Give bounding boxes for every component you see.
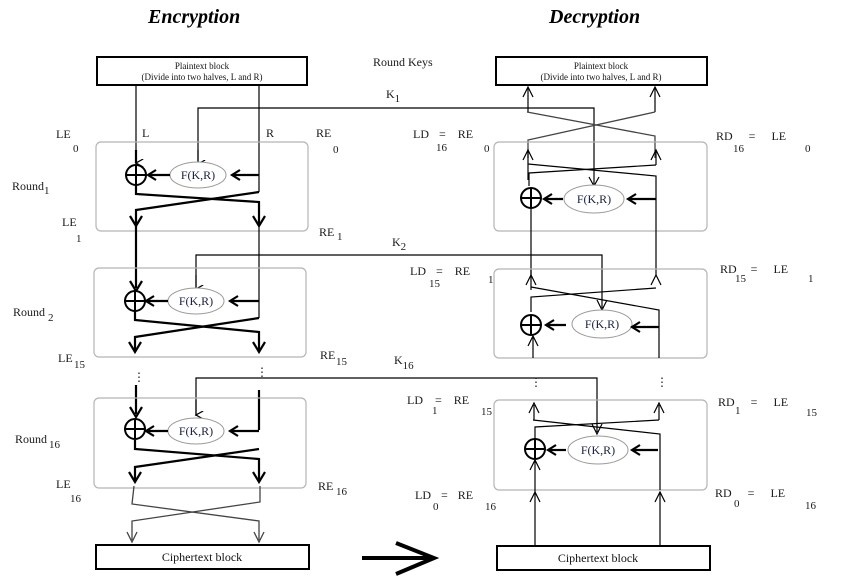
decryption-ciphertext-block: Ciphertext block: [496, 545, 711, 571]
encryption-title: Encryption: [147, 6, 240, 28]
key-label: K1: [386, 87, 400, 105]
f-function-label: F(K,R): [181, 168, 215, 182]
dec-right-ellipsis: ⋮: [656, 375, 668, 389]
svg-text:1: 1: [488, 274, 494, 286]
encryption-plaintext-block: Plaintext block (Divide into two halves,…: [96, 56, 308, 86]
svg-text:1: 1: [735, 405, 741, 417]
dec-round-1: F(K,R): [493, 399, 708, 545]
left-half-label: L: [142, 126, 149, 140]
svg-text:0: 0: [805, 143, 811, 155]
re-label: RE: [318, 479, 333, 493]
round-keys-label: Round Keys: [373, 55, 433, 69]
key-label: K16: [394, 353, 414, 372]
key-label: K2: [392, 235, 406, 253]
svg-text:15: 15: [74, 359, 86, 371]
ld-equation: LD=RE: [410, 264, 470, 278]
svg-text:1: 1: [337, 231, 343, 243]
dec-round-15: F(K,R): [493, 268, 708, 359]
decryption-plaintext-block: Plaintext block (Divide into two halves,…: [495, 56, 708, 86]
enc-round-16: F(K,R): [93, 397, 307, 489]
le-label: LE: [62, 215, 77, 229]
dec-left-equations: LD=RE 16 0 LD=RE 15 1 LD=RE 1 15 LD=RE 0…: [407, 127, 497, 513]
enc-round-2: F(K,R): [93, 267, 307, 358]
svg-text:16: 16: [336, 486, 348, 498]
svg-text:15: 15: [336, 356, 348, 368]
re-label: RE: [316, 126, 331, 140]
svg-text:1: 1: [808, 273, 814, 285]
encryption-ciphertext-block: Ciphertext block: [95, 544, 310, 570]
key2-line: [195, 254, 603, 308]
ld-equation: LD=RE: [415, 488, 473, 502]
rd-equation: RD=LE: [715, 486, 785, 500]
svg-text:F(K,R): F(K,R): [577, 192, 611, 206]
svg-text:1: 1: [432, 405, 438, 417]
svg-text:15: 15: [806, 407, 818, 419]
plaintext-line1: Plaintext block: [175, 61, 230, 71]
ld-equation: LD=RE: [407, 393, 469, 407]
dec-round-16: F(K,R): [493, 141, 708, 290]
dec-right-equations: RD=LE 16 0 RD=LE 15 1 RD=LE 1 15 RD=LE 0…: [715, 129, 818, 512]
re-label: RE: [319, 225, 334, 239]
plaintext-line2: (Divide into two halves, L and R): [142, 72, 263, 82]
enc-final-swap: [131, 485, 260, 540]
f-function-label: F(K,R): [179, 424, 213, 438]
svg-text:F(K,R): F(K,R): [585, 317, 619, 331]
dec-top-swap: [526, 111, 656, 158]
svg-text:0: 0: [484, 143, 490, 155]
svg-text:15: 15: [429, 278, 441, 290]
enc-left-ellipsis: ⋮: [133, 370, 145, 384]
svg-text:0: 0: [73, 143, 79, 155]
round-label: Round1: [12, 179, 50, 197]
svg-text:Plaintext block: Plaintext block: [574, 61, 629, 71]
svg-text:0: 0: [333, 144, 339, 156]
svg-text:F(K,R): F(K,R): [581, 443, 615, 457]
key1-line: [197, 107, 595, 185]
key16-line: [195, 377, 598, 432]
le-label: LE: [56, 127, 71, 141]
svg-text:16: 16: [70, 493, 82, 505]
svg-text:1: 1: [76, 233, 82, 245]
ld-equation: LD=RE: [413, 127, 473, 141]
ciphertext-label: Ciphertext block: [162, 550, 242, 564]
enc-round-1: F(K,R): [95, 141, 309, 232]
right-half-label: R: [266, 126, 274, 140]
re-label: RE: [320, 348, 335, 362]
rd-equation: RD=LE: [718, 395, 788, 409]
svg-text:16: 16: [805, 500, 817, 512]
svg-text:16: 16: [436, 142, 448, 154]
le-label: LE: [58, 351, 73, 365]
f-function-label: F(K,R): [179, 294, 213, 308]
svg-text:15: 15: [481, 406, 493, 418]
rd-equation: RD=LE: [716, 129, 786, 143]
right-arrow-icon: [362, 541, 440, 576]
le-label: LE: [56, 477, 71, 491]
rd-equation: RD=LE: [720, 262, 788, 276]
svg-text:Ciphertext block: Ciphertext block: [558, 551, 638, 565]
svg-text:16: 16: [733, 143, 745, 155]
enc-right-ellipsis: ⋮: [256, 365, 268, 379]
svg-text:16: 16: [485, 501, 497, 513]
svg-text:0: 0: [433, 501, 439, 513]
decryption-title: Decryption: [548, 6, 640, 28]
svg-text:(Divide into two halves, L and: (Divide into two halves, L and R): [541, 72, 662, 82]
dec-left-ellipsis: ⋮: [530, 375, 542, 389]
svg-text:0: 0: [734, 498, 740, 510]
svg-text:15: 15: [735, 273, 747, 285]
